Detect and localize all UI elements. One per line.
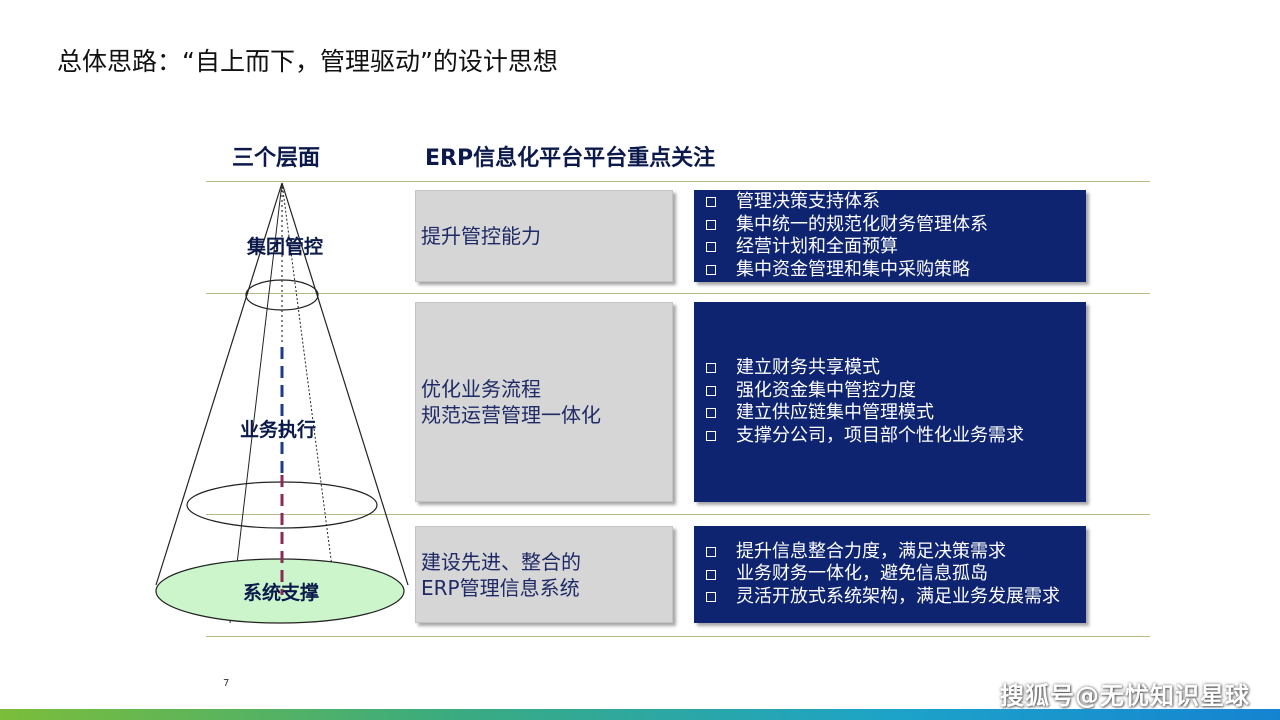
capability-text: ERP管理信息系统 — [421, 575, 580, 600]
focus-box-group-control: 管理决策支持体系 集中统一的规范化财务管理体系 经营计划和全面预算 集中资金管理… — [694, 190, 1086, 282]
capability-text: 规范运营管理一体化 — [421, 403, 601, 427]
list-item: 集中统一的规范化财务管理体系 — [706, 214, 1086, 237]
checkbox-bullet-icon — [706, 197, 716, 208]
checkbox-bullet-icon — [706, 242, 716, 253]
divider-2 — [206, 514, 1150, 515]
list-item: 建立财务共享模式 — [706, 357, 1086, 380]
list-item: 灵活开放式系统架构，满足业务发展需求 — [706, 586, 1086, 609]
cone-inner-line-right — [281, 182, 339, 614]
cone-left-edge — [155, 182, 283, 586]
cone-right-edge — [281, 182, 409, 586]
list-item: 集中资金管理和集中采购策略 — [706, 259, 1086, 282]
list-item: 经营计划和全面预算 — [706, 236, 1086, 259]
focus-header: ERP信息化平台平台重点关注 — [425, 146, 716, 171]
capability-text: 建设先进、整合的 — [421, 549, 581, 574]
list-item: 管理决策支持体系 — [706, 191, 1086, 214]
capability-box-business-execution: 优化业务流程 规范运营管理一体化 — [415, 302, 673, 502]
focus-box-business-execution: 建立财务共享模式 强化资金集中管控力度 建立供应链集中管理模式 支撑分公司，项目… — [694, 302, 1086, 502]
list-item: 支撑分公司，项目部个性化业务需求 — [706, 425, 1086, 448]
capability-text: 优化业务流程 — [421, 377, 541, 401]
capability-text: 提升管控能力 — [421, 224, 541, 248]
checkbox-bullet-icon — [706, 363, 716, 374]
capability-box-system-support: 建设先进、整合的 ERP管理信息系统 — [415, 526, 673, 623]
list-item: 提升信息整合力度，满足决策需求 — [706, 541, 1086, 564]
list-item: 业务财务一体化，避免信息孤岛 — [706, 563, 1086, 586]
checkbox-bullet-icon — [706, 264, 716, 275]
bottom-gradient-bar — [0, 709, 1280, 720]
checkbox-bullet-icon — [706, 385, 716, 396]
checkbox-bullet-icon — [706, 569, 716, 580]
layers-header: 三个层面 — [232, 146, 321, 171]
cone-diagram — [155, 182, 409, 624]
divider-bottom — [206, 636, 1150, 637]
page-title: 总体思路：“自上而下，管理驱动”的设计思想 — [57, 47, 558, 76]
layer-label-system-support: 系统支撑 — [243, 582, 320, 604]
cone-base — [155, 558, 405, 624]
list-item: 建立供应链集中管理模式 — [706, 402, 1086, 425]
page-number: 7 — [223, 678, 230, 689]
divider-top — [206, 181, 1150, 182]
layer-label-business-execution: 业务执行 — [240, 419, 317, 441]
checkbox-bullet-icon — [706, 408, 716, 419]
focus-box-system-support: 提升信息整合力度，满足决策需求 业务财务一体化，避免信息孤岛 灵活开放式系统架构… — [694, 526, 1086, 623]
divider-1 — [206, 293, 1150, 294]
capability-box-group-control: 提升管控能力 — [415, 190, 673, 282]
cone-inner-line-left — [229, 182, 283, 624]
layer-label-group-control: 集团管控 — [247, 236, 324, 258]
checkbox-bullet-icon — [706, 592, 716, 602]
checkbox-bullet-icon — [706, 219, 716, 230]
list-item: 强化资金集中管控力度 — [706, 380, 1086, 403]
checkbox-bullet-icon — [706, 547, 716, 557]
watermark: 搜狐号@无忧知识星球 — [1000, 682, 1250, 710]
checkbox-bullet-icon — [706, 430, 716, 441]
